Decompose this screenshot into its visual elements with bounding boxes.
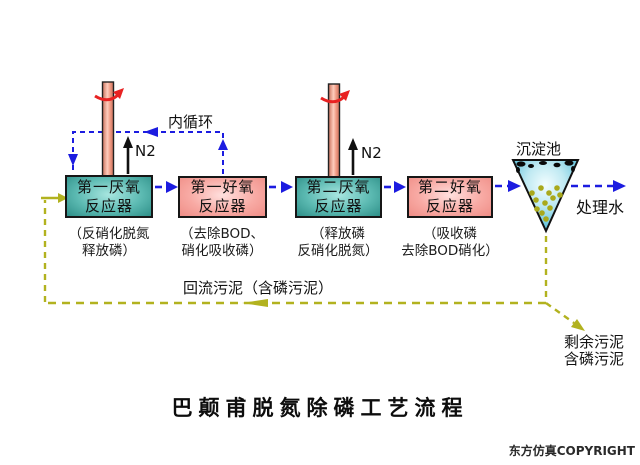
rotation-arrow-first [94, 93, 120, 102]
reactor-name-line: 第二好氧 [417, 178, 482, 196]
settling-tank-label: 沉淀池 [516, 140, 562, 158]
settling-tank-scum [516, 160, 575, 173]
caption-first-aerobic: （去除BOD、 硝化吸收磷） [160, 226, 284, 260]
n2-label-first: N2 [135, 142, 156, 160]
reactor-name-line: 反应器 [314, 197, 363, 215]
main-flow-arrowheads [166, 180, 626, 193]
reactor-name-line: 反应器 [425, 197, 474, 215]
caption-line: （释放磷 [311, 226, 365, 242]
rotation-arrowhead-first [113, 88, 124, 99]
caption-line: （吸收磷 [423, 226, 477, 242]
reactor-name-line: 第一厌氧 [76, 177, 141, 196]
reactor-name-line: 反应器 [198, 197, 247, 215]
reactor-name-line: 反应器 [84, 196, 133, 215]
caption-second-aerobic: （吸收磷 去除BOD硝化） [388, 226, 512, 260]
excess-sludge-label: 剩余污泥 含磷污泥 [555, 334, 633, 368]
reactor-name-line: 第一好氧 [190, 178, 255, 196]
reactor-second-anaerobic: 第二厌氧 反应器 [295, 176, 382, 218]
loop-down-arrowhead [68, 154, 78, 166]
caption-line: 释放磷） [82, 243, 136, 259]
rotation-arrowhead-second [339, 90, 350, 101]
caption-first-anaerobic: （反硝化脱氮 释放磷） [47, 226, 171, 260]
caption-line: （反硝化脱氮 [68, 226, 150, 242]
reactor-first-anaerobic: 第一厌氧 反应器 [65, 175, 153, 218]
caption-line: 去除BOD硝化） [401, 243, 499, 259]
reactor-first-aerobic: 第一好氧 反应器 [178, 176, 267, 218]
reactor-name-line: 第二厌氧 [306, 178, 371, 196]
loop-up-arrowhead [218, 139, 228, 150]
caption-line: 反硝化脱氮） [297, 243, 379, 259]
n2-label-second: N2 [361, 144, 382, 162]
internal-circulation-label: 内循环 [168, 113, 214, 131]
n2-arrows [123, 136, 358, 175]
reactor-second-aerobic: 第二好氧 反应器 [407, 176, 493, 218]
rotation-arrow-second [320, 95, 346, 104]
return-sludge-left-arrowhead [242, 299, 268, 307]
return-sludge-line [41, 196, 575, 324]
excess-sludge-arrowhead [571, 319, 585, 331]
caption-line: （去除BOD、 [179, 226, 265, 242]
caption-second-anaerobic: （释放磷 反硝化脱氮） [276, 226, 400, 260]
influent-arrowhead [58, 193, 68, 203]
diagram-title: 巴颠甫脱氮除磷工艺流程 [171, 395, 469, 420]
main-flow-line [155, 184, 613, 189]
loop-left-arrowhead [144, 127, 158, 137]
return-sludge-label: 回流污泥（含磷污泥） [183, 279, 334, 297]
mixer-shaft-second [327, 83, 341, 179]
caption-line: 硝化吸收磷） [181, 243, 263, 259]
mixer-shaft-first [101, 81, 115, 179]
copyright-text: 东方仿真COPYRIGHT [508, 444, 635, 458]
treated-water-label: 处理水 [576, 198, 625, 217]
settling-tank-sludge-particles [529, 185, 563, 222]
excess-sludge-line1: 剩余污泥 [563, 333, 624, 351]
excess-sludge-line2: 含磷污泥 [563, 350, 624, 368]
